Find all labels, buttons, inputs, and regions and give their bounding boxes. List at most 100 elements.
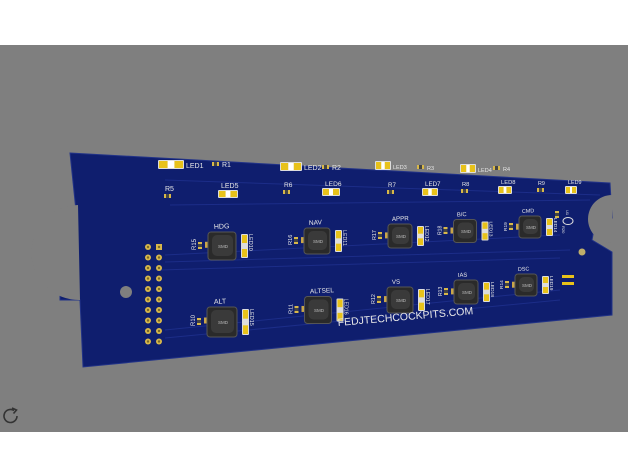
led-label: LED10 [247,234,253,251]
resistor-component [443,227,448,234]
led-label: LED15 [248,309,254,326]
resistor-component [417,165,424,169]
led-label: LED19 [549,276,554,291]
led-label: LED13 [488,222,494,237]
switch-body-text: SMD [462,290,473,295]
resistor-label: R7 [388,182,396,189]
led-label: LED14 [553,218,558,233]
switch-label: ALTSEL [310,287,335,295]
switch-body-text: SMD [396,298,407,303]
switch-label: APPR [392,215,410,223]
switch-body-text: SMD [461,229,472,234]
switch-label: DSC [518,266,530,273]
led-label: LED1 [186,163,204,170]
led-component [218,190,238,198]
smd-pushbutton[interactable]: SMD [450,219,477,243]
switch-label: HDG [214,223,230,231]
led-label: LED2 [304,165,322,172]
resistor-label: R19 [503,222,509,231]
resistor-label: R2 [332,165,341,172]
smd-pushbutton[interactable]: SMD [385,223,413,249]
resistor-component [197,318,201,325]
solder-jumper [562,275,574,278]
mounting-cutout-left [31,205,80,301]
led-component [280,162,302,171]
resistor-label: R8 [462,182,469,188]
switch-label: ALT [214,298,227,306]
resistor-component [283,190,290,194]
smd-pushbutton[interactable]: SMD [205,231,237,261]
switch-body-text: SMD [396,234,407,239]
led-component [542,276,549,294]
resistor-label: R1 [222,162,231,169]
switch-body-text: SMD [218,320,229,325]
led-component [322,188,340,196]
smd-pushbutton[interactable]: SMD [516,215,542,239]
led-label: LED16 [343,299,349,315]
led-component [375,161,391,170]
smd-pushbutton[interactable]: SMD [301,227,331,255]
led-component [241,234,248,258]
mounting-cutout-right [588,195,612,243]
led-component [418,289,425,311]
switch-label: NAV [309,219,323,227]
led-label: LED9 [568,180,582,186]
led-label: LED17 [424,289,430,305]
led-component [336,298,344,322]
resistor-label: R3 [427,166,434,172]
switch-body-text: SMD [313,239,324,244]
pin-header [145,244,162,345]
led-label: LED4 [478,168,492,174]
resistor-label: R9 [538,181,545,187]
resistor-label: R20 [561,226,566,234]
resistor-label: R13 [438,286,444,296]
led-component [481,221,489,241]
resistor-component [377,296,381,303]
resistor-label: R12 [371,294,377,304]
resistor-component [164,194,171,198]
solder-jumper [562,282,574,285]
led-label: LED11 [341,230,347,246]
resistor-component [461,189,468,193]
resistor-label: R4 [503,167,510,173]
resistor-label: R14 [499,280,505,289]
resistor-component [537,188,544,192]
led-component [242,309,249,335]
smd-pushbutton[interactable]: SMD [512,273,538,297]
resistor-component [493,166,500,170]
led-component [546,218,553,236]
switch-body-text: SMD [526,225,537,230]
resistor-label: R15 [192,238,198,250]
smd-pushbutton[interactable]: SMD [451,279,479,305]
led-component [498,186,512,194]
led-label: LED8 [501,180,516,186]
resistor-component [509,223,513,230]
led-label: LED18 [489,282,495,297]
resistor-component [555,211,559,218]
led-component [483,282,490,302]
switch-label: VS [392,279,401,286]
rotate-view-icon[interactable] [1,406,21,426]
led-label: LED12 [423,226,429,242]
smd-pushbutton[interactable]: SMD [384,286,414,314]
resistor-label: R16 [288,235,294,245]
mounting-hole [578,248,586,256]
smd-pushbutton[interactable]: SMD [204,306,238,338]
led-component [158,160,184,169]
led-component [417,226,424,246]
resistor-label: R10 [191,314,197,326]
led-component [565,186,577,194]
u1-component [562,217,574,225]
switch-body-text: SMD [314,308,325,313]
resistor-label: R11 [289,304,295,314]
switch-body-text: SMD [218,244,229,249]
resistor-component [294,306,299,313]
led-label: LED6 [325,181,342,188]
resistor-component [505,281,509,288]
resistor-component [444,288,448,295]
resistor-label: R18 [438,225,444,235]
resistor-component [387,190,394,194]
led-component [335,230,342,252]
smd-pushbutton[interactable]: SMD [301,296,332,324]
